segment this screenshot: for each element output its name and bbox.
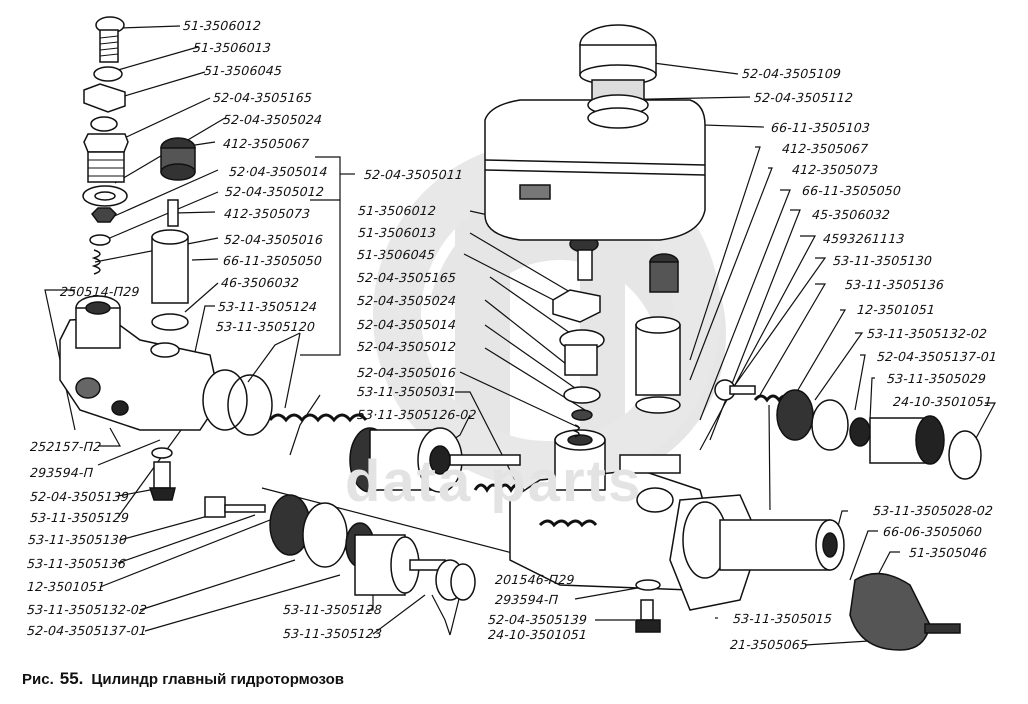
part-label: 412-3505067: [222, 136, 310, 151]
part-label: 52-04-3505139: [487, 612, 588, 627]
part-label: 52-04-3505137-01: [876, 349, 998, 364]
part-label: 51-3506013: [357, 225, 437, 240]
part-label: 53-11-3505124: [217, 299, 318, 314]
part-label: 53-11-3505028-02: [872, 503, 994, 518]
caption-title: Цилиндр главный гидротормозов: [91, 671, 345, 688]
part-label: 45-3506032: [811, 207, 891, 222]
part-label: 293594-П: [494, 592, 559, 607]
watermark-logo: [373, 141, 727, 489]
part-label: 53-11-3505120: [215, 319, 316, 334]
part-label: 66-06-3505060: [882, 524, 983, 539]
part-label: 53-11-3505123: [282, 626, 383, 641]
part-label: 66-11-3505050: [222, 253, 323, 268]
part-label: 53-11-3505031: [356, 384, 457, 399]
part-label: 52-04-3505014: [356, 317, 457, 332]
part-label: 66-11-3505103: [770, 120, 871, 135]
part-label: 252157-П2: [29, 439, 102, 454]
part-label: 52-04-3505012: [224, 184, 325, 199]
part-label: 53-11-3505132-02: [866, 326, 988, 341]
part-label: 51-3506013: [192, 40, 272, 55]
figure-caption: Рис. 55. Цилиндр главный гидротормозов: [22, 669, 344, 689]
part-label: 46-3506032: [220, 275, 300, 290]
part-label: 53-11-3505128: [282, 602, 383, 617]
part-label: 12-3501051: [856, 302, 936, 317]
part-label: 24-10-3501051: [892, 394, 993, 409]
part-label: 53-11-3505130: [832, 253, 933, 268]
part-label: 51-3506045: [203, 63, 283, 78]
part-label: 51-3506045: [356, 247, 436, 262]
part-label: 53-11-3505132-02: [26, 602, 148, 617]
part-label: 52-04-3505016: [223, 232, 324, 247]
part-label: 52-04-3505165: [212, 90, 313, 105]
part-label: 66-11-3505050: [801, 183, 902, 198]
part-label: 4593261113: [822, 231, 906, 246]
part-label: 52-04-3505109: [741, 66, 842, 81]
part-label: 52-04-3505024: [222, 112, 323, 127]
part-label: 53-11-3505136: [26, 556, 127, 571]
watermark-text: data parts: [345, 449, 643, 514]
caption-number: 55.: [59, 669, 84, 688]
parts: [59, 16, 982, 651]
part-label: 51-3506012: [182, 18, 262, 33]
assembly-label: 52-04-3505011: [363, 167, 464, 182]
part-label: 52·04-3505014: [228, 164, 329, 179]
part-label: 52-04-3505024: [356, 293, 457, 308]
part-label: 52-04-3505012: [356, 339, 457, 354]
part-label: 250514-П29: [59, 284, 141, 299]
part-label: 53-11-3505130: [27, 532, 128, 547]
part-label: 51-3505046: [908, 545, 988, 560]
part-label: 53-11-3505015: [732, 611, 833, 626]
part-label: 412-3505067: [781, 141, 869, 156]
part-label: 53-11-3505136: [844, 277, 945, 292]
part-label: 201546-П29: [494, 572, 576, 587]
part-label: 53-11-3505029: [886, 371, 987, 386]
part-label: 52-04-3505016: [356, 365, 457, 380]
part-label: 52-04-3505112: [753, 90, 854, 105]
part-label: 52-04-3505139: [29, 489, 130, 504]
part-label: 24-10-3501051: [487, 627, 588, 642]
part-label: 12-3501051: [26, 579, 106, 594]
part-label: 53·11-3505126-02: [356, 407, 478, 422]
part-label: 412-3505073: [223, 206, 311, 221]
part-label: 21-3505065: [729, 637, 809, 652]
part-label: 51-3506012: [357, 203, 437, 218]
part-label: 412-3505073: [791, 162, 879, 177]
part-label: 53-11-3505129: [29, 510, 130, 525]
part-label: 52-04-3505165: [356, 270, 457, 285]
part-label: 293594-П: [29, 465, 94, 480]
caption-prefix: Рис.: [22, 671, 54, 688]
part-label: 52-04-3505137-01: [26, 623, 148, 638]
